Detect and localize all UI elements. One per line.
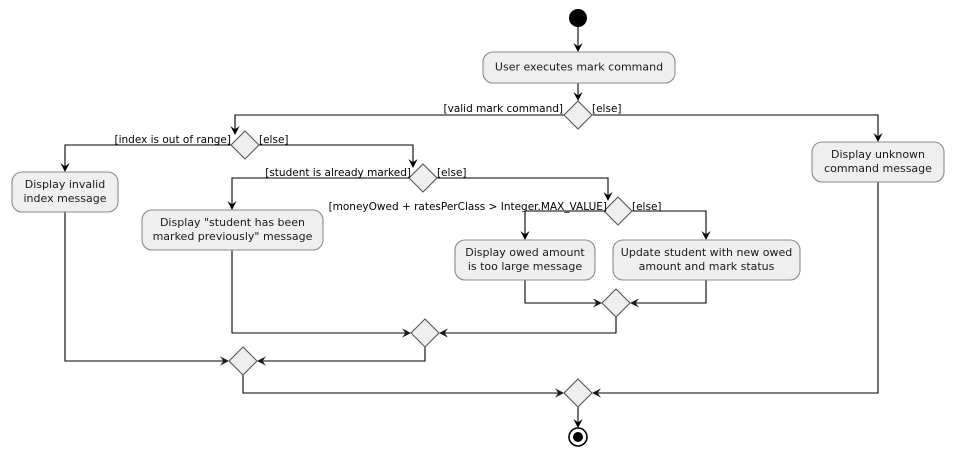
activity-box-update-student-with-new-owed-amount[interactable] — [612, 239, 801, 281]
edge-start-to-mark-command — [573, 27, 583, 52]
activity-label-user-executes-mark-command-line-0: User executes mark command — [495, 61, 663, 74]
edge-unknown-command-to-merge4 — [592, 182, 879, 398]
activity-box-display-owed-amount-too-large-message[interactable] — [454, 239, 596, 281]
edge-decision2-left-to-invalid-index-line — [64, 144, 231, 168]
activity-box-user-executes-mark-command[interactable] — [482, 51, 676, 84]
edge-update-student-to-merge1-line — [634, 280, 707, 304]
edge-marked-previously-to-merge2 — [231, 250, 411, 338]
guard-valid-else: [else] — [592, 103, 622, 115]
edge-mark-command-to-decision1 — [573, 83, 583, 101]
edge-merge1-to-merge2 — [439, 317, 617, 338]
edge-decision3-left-to-marked-previously-line — [231, 177, 409, 206]
edge-owed-too-large-to-merge1-line — [524, 280, 598, 304]
edge-unknown-command-to-merge4-arrowhead — [592, 388, 601, 398]
guard-student-else: [else] — [437, 167, 467, 179]
edge-decision2-left-to-invalid-index — [60, 144, 231, 172]
edge-decision3-left-to-marked-previously — [227, 177, 409, 210]
edge-update-student-to-merge1-arrowhead — [630, 298, 639, 308]
activity-label-display-student-marked-previously-message-line-0: Display "student has been — [160, 216, 305, 229]
edge-merge2-to-merge3-line — [261, 347, 426, 362]
edge-decision1-left-branch-line — [234, 114, 564, 131]
decision-is-student-already-marked[interactable] — [408, 163, 438, 193]
edge-mark-command-to-decision1-arrowhead — [573, 92, 583, 101]
activity-user-executes-mark-command[interactable]: User executes mark command — [482, 51, 676, 84]
edge-decision2-left-to-invalid-index-arrowhead — [60, 163, 70, 172]
edge-decision1-right-branch-arrowhead — [873, 133, 883, 142]
edge-merge3-to-merge4 — [242, 375, 564, 398]
edge-owed-too-large-to-merge1 — [524, 280, 602, 308]
edge-marked-previously-to-merge2-line — [231, 250, 407, 334]
edge-start-to-mark-command-arrowhead — [573, 43, 583, 52]
edge-update-student-to-merge1 — [630, 280, 707, 308]
edge-decision1-left-branch — [230, 114, 564, 135]
edge-decision3-left-to-marked-previously-arrowhead — [227, 201, 237, 210]
edge-merge1-to-merge2-arrowhead — [439, 328, 448, 338]
edge-merge4-to-end-arrowhead — [573, 419, 583, 428]
edge-marked-previously-to-merge2-arrowhead — [402, 328, 411, 338]
guard-index-else: [else] — [259, 134, 289, 146]
activity-label-display-owed-amount-too-large-message-line-0: Display owed amount — [465, 246, 585, 259]
edge-owed-too-large-to-merge1-arrowhead — [593, 298, 602, 308]
activity-label-display-unknown-command-message-line-0: Display unknown — [831, 148, 925, 161]
edge-merge3-to-merge4-line — [242, 375, 560, 394]
activity-label-display-invalid-index-message-line-0: Display invalid — [25, 178, 105, 191]
edges-layer — [60, 27, 883, 428]
decision-is-valid-mark-command[interactable] — [563, 100, 593, 130]
start-node — [569, 9, 587, 27]
edge-decision4-left-to-owed-too-large — [520, 210, 604, 240]
merge-merge-owed-branches[interactable] — [601, 288, 631, 318]
end-node-inner-dot — [573, 432, 583, 442]
activity-label-update-student-with-new-owed-amount-line-1: amount and mark status — [639, 260, 775, 273]
merge-merge-marked-branches[interactable] — [410, 318, 440, 348]
edge-merge3-to-merge4-arrowhead — [555, 388, 564, 398]
edge-decision2-right-to-decision3-line — [259, 144, 414, 164]
edge-decision4-right-to-update-student-line — [632, 210, 707, 236]
edge-merge1-to-merge2-line — [443, 317, 617, 334]
edge-invalid-index-to-merge3-line — [64, 212, 225, 362]
edge-decision2-right-to-decision3-arrowhead — [408, 159, 418, 168]
merge-merge-command-branches[interactable] — [563, 378, 593, 408]
edge-merge4-to-end — [573, 407, 583, 428]
edge-decision1-left-branch-arrowhead — [230, 126, 240, 135]
edge-merge2-to-merge3-arrowhead — [257, 356, 266, 366]
activity-box-display-student-marked-previously-message[interactable] — [141, 209, 324, 251]
decision-is-owed-amount-overflow[interactable] — [603, 196, 633, 226]
guard-valid-mark-command: [valid mark command] — [444, 103, 563, 115]
edge-decision1-right-branch-line — [592, 114, 879, 138]
activity-box-display-unknown-command-message[interactable] — [811, 141, 945, 183]
edge-decision4-right-to-update-student — [632, 210, 711, 240]
guard-money-overflow: [moneyOwed + ratesPerClass > Integer.MAX… — [329, 201, 607, 213]
activity-label-display-invalid-index-message-line-1: index message — [23, 192, 106, 205]
labels-layer: [valid mark command] [else] [index is out … — [114, 103, 661, 213]
edge-invalid-index-to-merge3 — [64, 212, 229, 366]
edge-merge2-to-merge3 — [257, 347, 426, 366]
edge-decision1-right-branch — [592, 114, 883, 142]
guard-student-already-marked: [student is already marked] — [265, 167, 411, 179]
edge-decision3-right-to-decision4 — [437, 177, 613, 201]
edge-decision4-left-to-owed-too-large-arrowhead — [520, 231, 530, 240]
merge-merge-index-branches[interactable] — [228, 346, 258, 376]
edge-invalid-index-to-merge3-arrowhead — [220, 356, 229, 366]
activity-label-display-student-marked-previously-message-line-1: marked previously" message — [153, 230, 313, 243]
activity-label-update-student-with-new-owed-amount-line-0: Update student with new owed — [621, 246, 792, 259]
activity-label-display-unknown-command-message-line-1: command message — [824, 162, 932, 175]
activity-label-display-owed-amount-too-large-message-line-1: is too large message — [468, 260, 583, 273]
edge-unknown-command-to-merge4-line — [596, 182, 879, 394]
edge-decision3-right-to-decision4-line — [437, 177, 609, 197]
decision-is-index-out-of-range[interactable] — [230, 130, 260, 160]
edge-decision3-right-to-decision4-arrowhead — [603, 192, 613, 201]
guard-money-else: [else] — [632, 201, 662, 213]
activity-box-display-invalid-index-message[interactable] — [11, 171, 119, 213]
edge-decision4-right-to-update-student-arrowhead — [701, 231, 711, 240]
edge-decision2-right-to-decision3 — [259, 144, 418, 168]
guard-index-out-of-range: [index is out of range] — [114, 134, 231, 146]
edge-decision4-left-to-owed-too-large-line — [524, 210, 604, 236]
